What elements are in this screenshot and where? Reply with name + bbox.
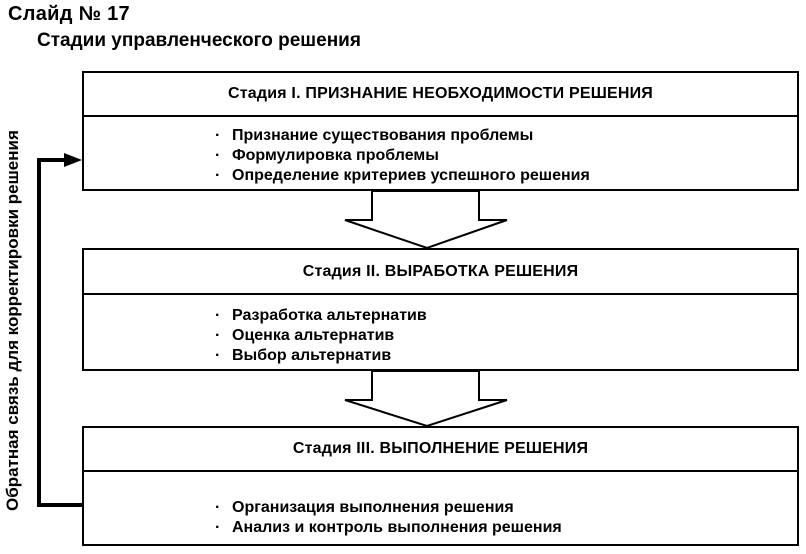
stage-3-box: Стадия III. ВЫПОЛНЕНИЕ РЕШЕНИЯ ·Организа…	[82, 426, 799, 546]
list-item: ·Признание существования проблемы	[215, 127, 534, 144]
bullet-icon: ·	[215, 147, 221, 164]
list-item: ·Анализ и контроль выполнения решения	[215, 519, 562, 536]
bullet-icon: ·	[215, 307, 221, 324]
stage-1-body: ·Признание существования проблемы ·Форму…	[84, 117, 797, 186]
stage-1-box: Стадия I. ПРИЗНАНИЕ НЕОБХОДИМОСТИ РЕШЕНИ…	[82, 71, 799, 191]
stage-2-body: ·Разработка альтернатив ·Оценка альтерна…	[84, 295, 797, 366]
bullet-icon: ·	[215, 519, 221, 536]
bullet-icon: ·	[215, 127, 221, 144]
list-item: ·Определение критериев успешного решения	[215, 167, 590, 184]
list-item: ·Формулировка проблемы	[215, 147, 439, 164]
list-item: ·Оценка альтернатив	[215, 327, 395, 344]
list-item: ·Разработка альтернатив	[215, 307, 427, 324]
stage-2-box: Стадия II. ВЫРАБОТКА РЕШЕНИЯ ·Разработка…	[82, 248, 799, 371]
bullet-icon: ·	[215, 499, 221, 516]
stage-3-heading: Стадия III. ВЫПОЛНЕНИЕ РЕШЕНИЯ	[84, 428, 797, 472]
slide-number: Слайд № 17	[8, 3, 130, 25]
bullet-icon: ·	[215, 327, 221, 344]
list-item: ·Организация выполнения решения	[215, 499, 514, 516]
bullet-icon: ·	[215, 347, 221, 364]
stage-2-heading: Стадия II. ВЫРАБОТКА РЕШЕНИЯ	[84, 250, 797, 295]
stage-1-heading: Стадия I. ПРИЗНАНИЕ НЕОБХОДИМОСТИ РЕШЕНИ…	[84, 73, 797, 117]
stage-3-body: ·Организация выполнения решения ·Анализ …	[84, 472, 797, 538]
slide-title: Стадии управленческого решения	[37, 30, 361, 51]
bullet-icon: ·	[215, 167, 221, 184]
list-item: ·Выбор альтернатив	[215, 347, 392, 364]
